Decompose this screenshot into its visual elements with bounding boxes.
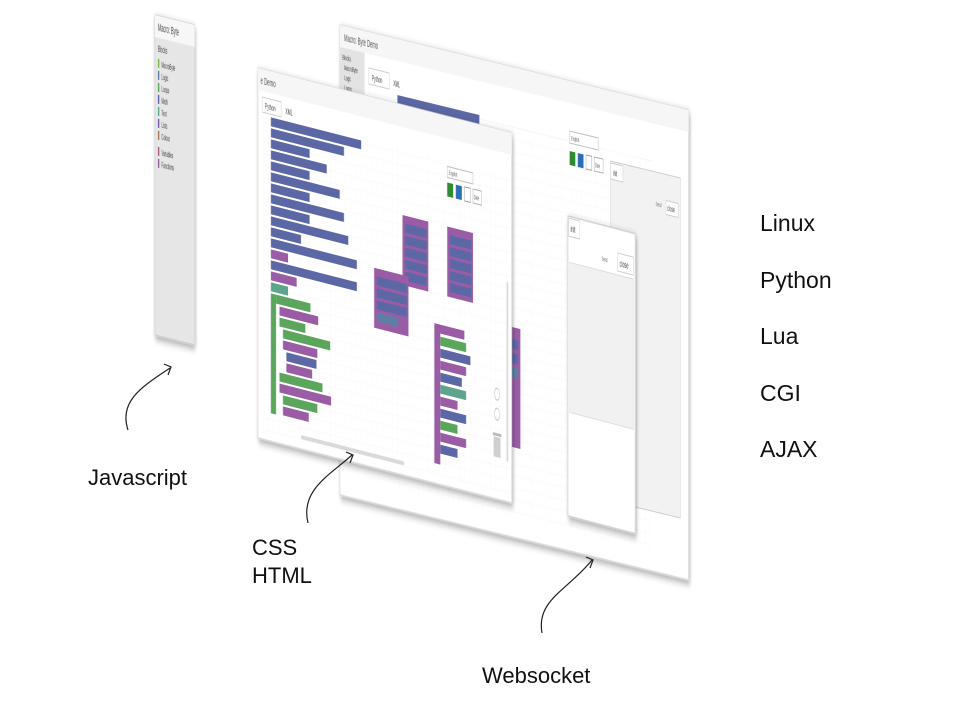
- sidebar-title: Macro: Byte: [158, 20, 179, 39]
- sidebar-item-text[interactable]: Text: [161, 110, 166, 119]
- toolbox-sidebar: Macro: Byte Blocks MacroByte Logic Loops…: [154, 14, 195, 346]
- vertical-scrollbar[interactable]: [506, 281, 509, 462]
- label-css-html: CSS HTML: [252, 535, 312, 588]
- block-stack-main: [270, 117, 362, 422]
- arrow-websocket: [540, 559, 593, 634]
- label-websocket: Websocket: [482, 663, 591, 688]
- label-javascript: Javascript: [88, 465, 188, 490]
- back-sidebar-item: MacroByte: [344, 65, 358, 76]
- main-editor-window: e Demo Python XML: [257, 67, 513, 504]
- trash-icon[interactable]: [492, 432, 502, 459]
- run-button[interactable]: [447, 182, 454, 198]
- arrow-javascript: [125, 367, 171, 431]
- delete-button[interactable]: Dele: [474, 194, 480, 202]
- back-tab-python[interactable]: Python: [372, 74, 383, 86]
- pointer-arrows: [125, 363, 594, 634]
- arrow-javascript-head: [163, 363, 172, 376]
- block-group-c: [374, 267, 409, 337]
- block-group-a: [402, 214, 429, 292]
- block-group-d: [434, 323, 471, 465]
- tab-xml[interactable]: XML: [286, 108, 293, 119]
- save-button[interactable]: [464, 186, 471, 203]
- tech-lua: Lua: [760, 323, 799, 349]
- sidebar-item-macrobyte[interactable]: MacroByte: [161, 62, 175, 73]
- language-select[interactable]: English: [449, 170, 458, 179]
- websocket-panel: init Send close: [567, 215, 636, 535]
- init-button[interactable]: init: [571, 225, 576, 235]
- back-tab-xml[interactable]: XML: [393, 79, 400, 90]
- sidebar-header: Blocks: [158, 45, 168, 57]
- back-init-button[interactable]: init: [613, 169, 617, 179]
- back-delete-button[interactable]: Dele: [595, 162, 600, 170]
- sidebar-item-variables[interactable]: Variables: [161, 150, 173, 161]
- sidebar-item-colour[interactable]: Colour: [161, 134, 169, 144]
- arrow-websocket-head: [585, 556, 594, 569]
- back-close-button[interactable]: close: [667, 204, 675, 215]
- tech-cgi: CGI: [760, 379, 801, 406]
- close-button[interactable]: close: [620, 260, 629, 271]
- back-language-select[interactable]: English: [571, 135, 579, 144]
- sidebar-item-lists[interactable]: Lists: [161, 122, 167, 131]
- tech-stack-list: Linux Python Lua CGI AJAX: [760, 181, 832, 492]
- arrow-css-html-head: [345, 451, 354, 464]
- tab-python[interactable]: Python: [265, 102, 276, 114]
- back-sidebar-header: Blocks: [342, 54, 351, 64]
- sidebar-item-loops[interactable]: Loops: [161, 86, 169, 96]
- back-sidebar-item: Loops: [344, 85, 352, 95]
- main-window-title: e Demo: [261, 75, 276, 90]
- block-group-b: [447, 226, 474, 303]
- tech-ajax: AJAX: [760, 436, 818, 462]
- zoom-reset-icon[interactable]: [494, 387, 500, 401]
- arrow-css-html: [306, 454, 353, 524]
- sidebar-item-logic[interactable]: Logic: [161, 74, 168, 84]
- tech-linux: Linux: [760, 210, 815, 236]
- send-button[interactable]: Send: [602, 256, 608, 264]
- zoom-out-icon[interactable]: [494, 407, 500, 421]
- upload-button[interactable]: [455, 184, 462, 201]
- message-log: [569, 261, 634, 430]
- horizontal-scrollbar[interactable]: [301, 435, 405, 466]
- back-sidebar-item: Logic: [344, 75, 351, 85]
- sidebar-item-math[interactable]: Math: [161, 98, 167, 108]
- back-send-button[interactable]: Send: [656, 201, 662, 209]
- tech-python: Python: [760, 266, 832, 293]
- sidebar-item-functions[interactable]: Functions: [161, 162, 173, 173]
